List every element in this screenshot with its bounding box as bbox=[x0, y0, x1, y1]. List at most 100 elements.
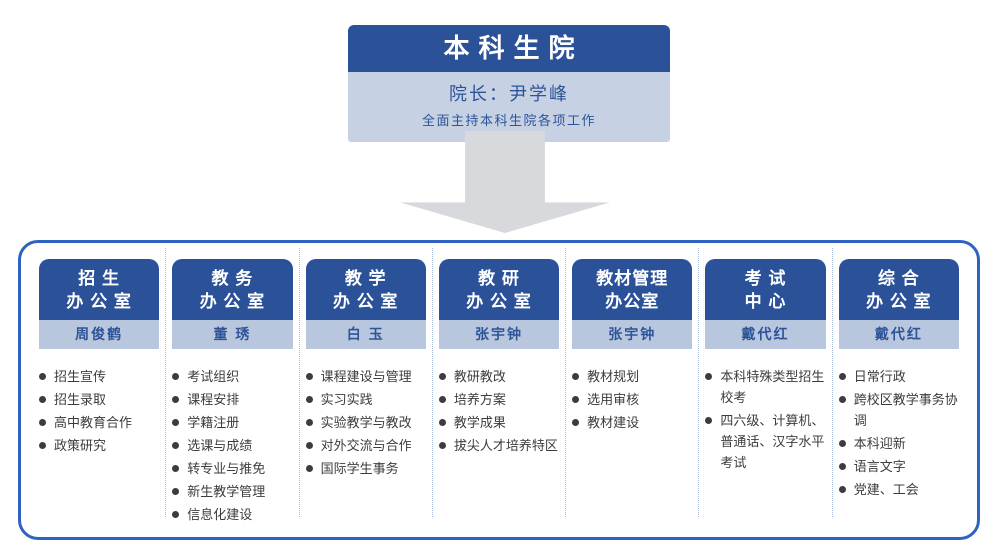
department-head-name: 张宇钟 bbox=[572, 319, 693, 349]
department-title: 教 学 办 公 室 bbox=[305, 259, 426, 320]
department-head-name: 戴代红 bbox=[838, 319, 959, 349]
duty-text: 日常行政 bbox=[853, 368, 906, 384]
duty-text: 课程安排 bbox=[187, 391, 240, 407]
department-title-line2: 办 公 室 bbox=[199, 292, 266, 312]
root-leader-box: 院长：尹学峰 全面主持本科生院各项工作 bbox=[348, 72, 670, 142]
bullet-icon bbox=[838, 372, 846, 380]
department-head-name: 戴代红 bbox=[705, 319, 826, 349]
department-title-line1: 考 试 bbox=[744, 269, 787, 288]
duty-item: 教研教改 bbox=[438, 366, 559, 387]
root-unit-box: 本科生院 院长：尹学峰 全面主持本科生院各项工作 bbox=[348, 25, 670, 142]
department-title-line2: 办 公 室 bbox=[466, 292, 532, 312]
bullet-icon bbox=[838, 485, 846, 493]
bullet-icon bbox=[438, 441, 446, 449]
duty-item: 教材规划 bbox=[572, 366, 692, 387]
duty-list: 教材规划选用审核教材建设 bbox=[572, 366, 692, 433]
duty-item: 培养方案 bbox=[438, 389, 559, 410]
duty-text: 新生教学管理 bbox=[187, 483, 266, 499]
duty-item: 转专业与推免 bbox=[172, 458, 292, 479]
duty-text: 高中教育合作 bbox=[54, 414, 133, 430]
duty-text: 招生宣传 bbox=[54, 368, 107, 384]
bullet-icon bbox=[572, 395, 580, 403]
duty-item: 本科迎新 bbox=[838, 433, 959, 454]
duty-item: 高中教育合作 bbox=[39, 412, 159, 433]
duty-item: 跨校区教学事务协调 bbox=[838, 389, 959, 431]
bullet-icon bbox=[39, 418, 46, 426]
department-title: 综 合 办 公 室 bbox=[838, 259, 959, 320]
department-title-line2: 中 心 bbox=[744, 292, 787, 312]
duty-item: 课程安排 bbox=[172, 389, 292, 410]
department-column: 综 合 办 公 室 戴代红 日常行政跨校区教学事务协调本科迎新语言文字党建、工会 bbox=[831, 248, 965, 517]
duty-text: 转专业与推免 bbox=[187, 460, 266, 476]
duty-text: 本科特殊类型招生校考 bbox=[720, 368, 825, 405]
bullet-icon bbox=[838, 395, 846, 403]
departments-panel: 招 生 办 公 室 周俊鹤 招生宣传招生录取高中教育合作政策研究 教 务 办 公… bbox=[18, 240, 980, 540]
department-title: 教 研 办 公 室 bbox=[438, 259, 560, 320]
duty-text: 政策研究 bbox=[54, 437, 107, 453]
duty-item: 新生教学管理 bbox=[172, 481, 292, 502]
bullet-icon bbox=[305, 395, 313, 403]
duty-item: 学籍注册 bbox=[172, 412, 292, 433]
bullet-icon bbox=[172, 464, 180, 472]
department-title-line2: 办 公 室 bbox=[866, 292, 932, 312]
duty-item: 政策研究 bbox=[39, 435, 159, 456]
bullet-icon bbox=[705, 372, 713, 380]
department-title: 考 试 中 心 bbox=[705, 259, 826, 320]
bullet-icon bbox=[305, 372, 313, 380]
duty-text: 培养方案 bbox=[453, 391, 506, 407]
duty-item: 教材建设 bbox=[572, 412, 692, 433]
bullet-icon bbox=[438, 372, 446, 380]
duty-text: 跨校区教学事务协调 bbox=[853, 391, 958, 428]
duty-text: 实验教学与教改 bbox=[320, 414, 412, 430]
bullet-icon bbox=[305, 441, 313, 449]
department-title-line1: 教 研 bbox=[478, 269, 520, 288]
duty-text: 招生录取 bbox=[54, 391, 107, 407]
department-title-line1: 教 学 bbox=[344, 269, 387, 288]
duty-item: 招生宣传 bbox=[39, 366, 159, 387]
department-title-line1: 教材管理 bbox=[596, 269, 669, 288]
duty-text: 拔尖人才培养特区 bbox=[453, 437, 558, 453]
duty-list: 教研教改培养方案教学成果拔尖人才培养特区 bbox=[438, 366, 559, 456]
duty-item: 选用审核 bbox=[572, 389, 692, 410]
duty-item: 党建、工会 bbox=[838, 479, 959, 500]
duty-list: 招生宣传招生录取高中教育合作政策研究 bbox=[39, 366, 159, 456]
duty-text: 语言文字 bbox=[853, 458, 906, 474]
department-title: 教 务 办 公 室 bbox=[172, 259, 293, 320]
duty-item: 信息化建设 bbox=[172, 504, 292, 525]
duty-text: 实习实践 bbox=[320, 391, 373, 407]
duty-text: 国际学生事务 bbox=[320, 460, 399, 476]
duty-item: 招生录取 bbox=[39, 389, 159, 410]
duty-text: 课程建设与管理 bbox=[320, 368, 412, 384]
duty-item: 实验教学与教改 bbox=[305, 412, 426, 433]
bullet-icon bbox=[172, 372, 180, 380]
duty-text: 四六级、计算机、普通话、汉字水平考试 bbox=[720, 412, 825, 470]
department-title-line1: 招 生 bbox=[78, 269, 120, 288]
duty-text: 教研教改 bbox=[453, 368, 506, 384]
duty-list: 本科特殊类型招生校考四六级、计算机、普通话、汉字水平考试 bbox=[705, 366, 825, 473]
department-column: 考 试 中 心 戴代红 本科特殊类型招生校考四六级、计算机、普通话、汉字水平考试 bbox=[698, 248, 831, 517]
department-title-line2: 办公室 bbox=[605, 292, 660, 312]
bullet-icon bbox=[172, 441, 180, 449]
bullet-icon bbox=[572, 418, 580, 426]
duty-text: 学籍注册 bbox=[187, 414, 240, 430]
down-arrow-icon bbox=[400, 131, 610, 233]
duty-text: 教材规划 bbox=[587, 368, 640, 384]
bullet-icon bbox=[838, 462, 846, 470]
duty-text: 选课与成绩 bbox=[187, 437, 253, 453]
duty-text: 本科迎新 bbox=[853, 435, 906, 451]
department-title-line1: 教 务 bbox=[211, 269, 254, 288]
bullet-icon bbox=[305, 418, 313, 426]
duty-item: 考试组织 bbox=[172, 366, 292, 387]
duty-item: 本科特殊类型招生校考 bbox=[705, 366, 825, 408]
duty-item: 四六级、计算机、普通话、汉字水平考试 bbox=[705, 410, 825, 473]
bullet-icon bbox=[172, 418, 180, 426]
duty-item: 课程建设与管理 bbox=[305, 366, 426, 387]
bullet-icon bbox=[172, 510, 180, 518]
duty-text: 信息化建设 bbox=[187, 506, 253, 522]
duty-item: 日常行政 bbox=[838, 366, 959, 387]
bullet-icon bbox=[572, 372, 580, 380]
bullet-icon bbox=[39, 441, 46, 449]
duty-text: 教学成果 bbox=[453, 414, 506, 430]
department-head-name: 张宇钟 bbox=[438, 319, 560, 349]
